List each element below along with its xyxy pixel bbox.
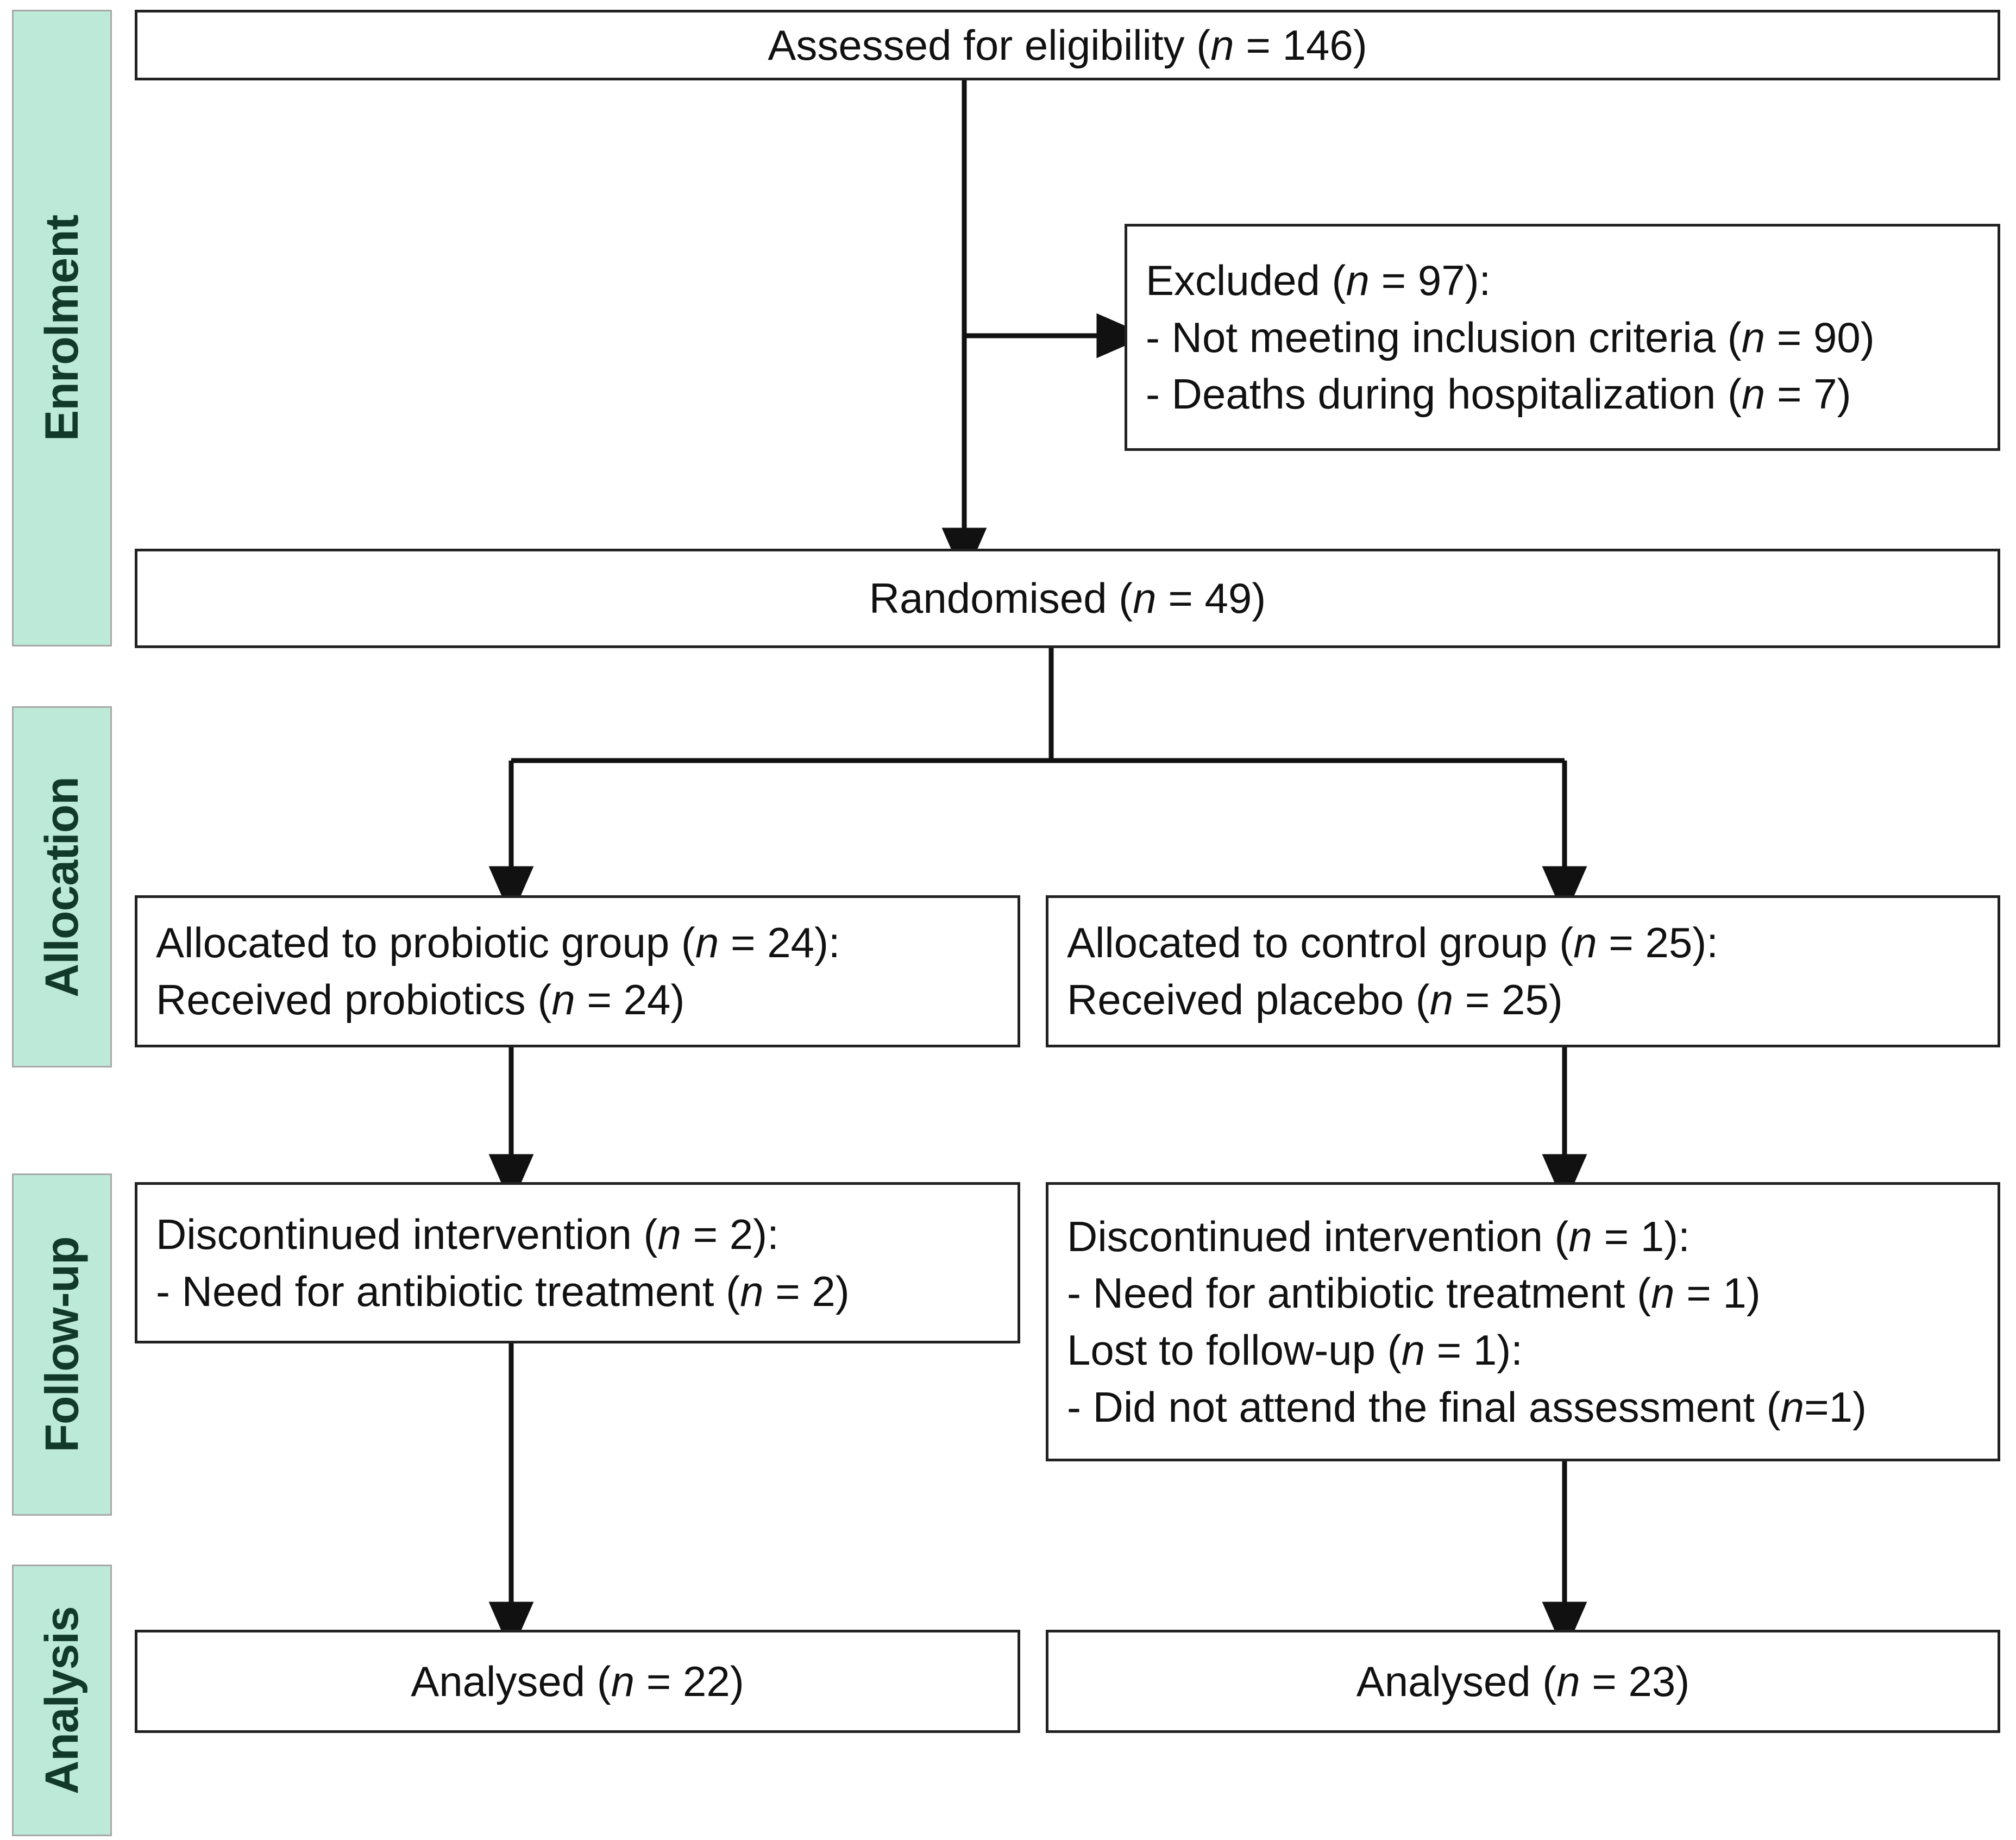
node-text-line: Lost to follow-up (n = 1):: [1067, 1326, 1523, 1374]
node-text-line: Randomised (n = 49): [869, 574, 1266, 623]
stage-analysis: Analysis: [12, 1565, 112, 1836]
node-text-line: Assessed for eligibility (n = 146): [768, 21, 1367, 69]
node-text-line: Allocated to probiotic group (n = 24):: [156, 919, 840, 967]
node-randomised: Randomised (n = 49): [135, 549, 2000, 648]
node-text-line: - Need for antibiotic treatment (n = 1): [1067, 1269, 1761, 1317]
node-text-line: - Need for antibiotic treatment (n = 2): [156, 1267, 850, 1315]
node-text-line: Received probiotics (n = 24): [156, 976, 685, 1023]
node-text-line: Allocated to control group (n = 25):: [1067, 919, 1718, 967]
node-text-line: Discontinued intervention (n = 2):: [156, 1210, 779, 1258]
node-excluded: Excluded (n = 97): - Not meeting inclusio…: [1125, 224, 2000, 451]
stage-enrolment: Enrolment: [12, 10, 112, 646]
stage-label-followup: Follow-up: [36, 1236, 89, 1453]
node-analysed-control: Analysed (n = 23): [1046, 1630, 2000, 1733]
stage-label-allocation: Allocation: [36, 776, 88, 997]
node-text-line: Received placebo (n = 25): [1067, 976, 1563, 1023]
node-text-line: - Not meeting inclusion criteria (n = 90…: [1146, 313, 1875, 361]
stage-label-enrolment: Enrolment: [36, 215, 89, 442]
stage-allocation: Allocation: [12, 706, 112, 1067]
node-allocated-control: Allocated to control group (n = 25): Rece…: [1046, 895, 2000, 1047]
node-text-line: - Deaths during hospitalization (n = 7): [1146, 370, 1851, 418]
arrow-randomised-split: [488, 648, 1587, 918]
node-text-line: - Did not attend the final assessment (n…: [1067, 1383, 1867, 1431]
stage-label-analysis: Analysis: [36, 1606, 88, 1794]
node-text-line: Discontinued intervention (n = 1):: [1067, 1212, 1690, 1260]
stage-followup: Follow-up: [12, 1173, 112, 1516]
node-followup-probiotic: Discontinued intervention (n = 2): - Need…: [135, 1182, 1020, 1343]
node-followup-control: Discontinued intervention (n = 1): - Need…: [1046, 1182, 2000, 1461]
node-analysed-probiotic: Analysed (n = 22): [135, 1630, 1020, 1733]
node-text-line: Analysed (n = 23): [1356, 1657, 1690, 1705]
node-assessed-for-eligibility: Assessed for eligibility (n = 146): [135, 10, 2000, 80]
node-text-line: Excluded (n = 97):: [1146, 256, 1491, 305]
node-allocated-probiotic: Allocated to probiotic group (n = 24): Re…: [135, 895, 1020, 1047]
node-text-line: Analysed (n = 22): [411, 1657, 744, 1705]
